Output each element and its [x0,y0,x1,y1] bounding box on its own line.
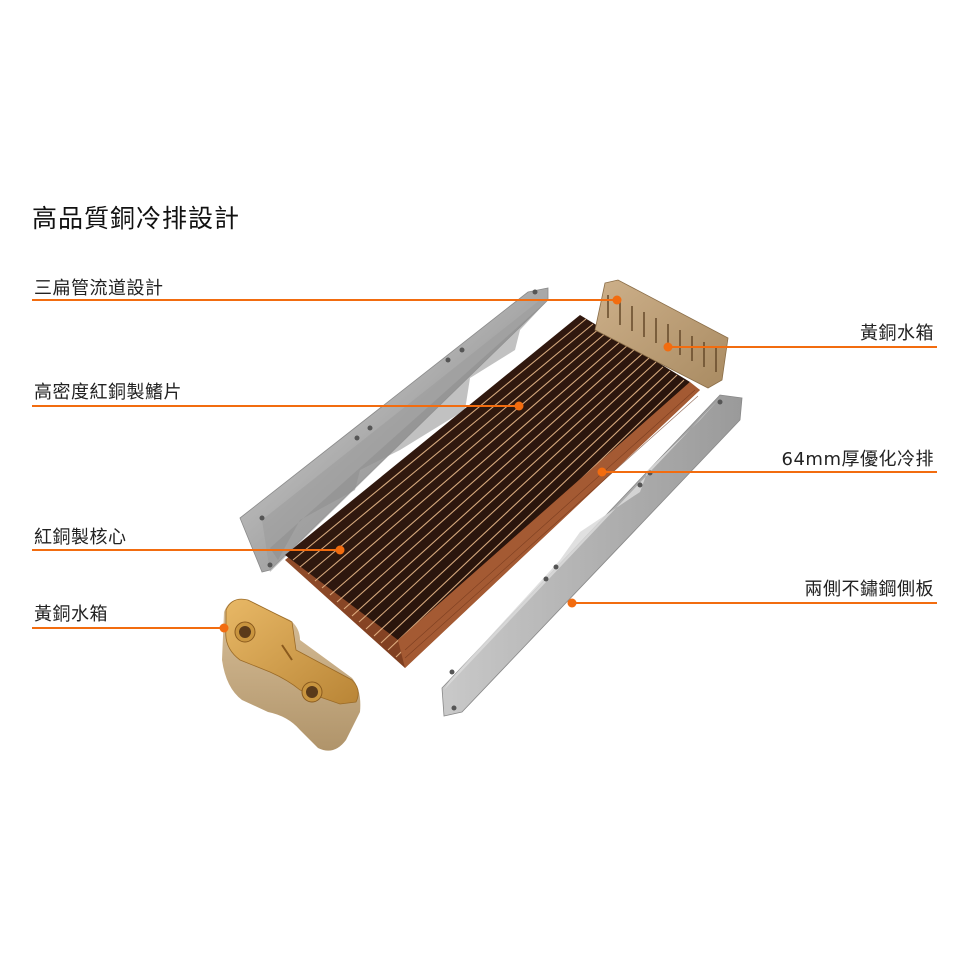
leader-dot-brass-tank-bottom [219,623,229,633]
callout-label-copper-core: 紅銅製核心 [34,527,127,548]
page-title: 高品質銅冷排設計 [32,204,241,233]
callout-label-fins: 高密度紅銅製鰭片 [34,382,182,403]
brass-tank-bottom [222,598,361,751]
stainless-side-plate-back [239,287,549,573]
callout-label-thickness: 64mm厚優化冷排 [781,449,934,470]
callout-label-brass-tank-top: 黃銅水箱 [860,323,934,344]
leader-dot-flat-tube [612,295,622,305]
copper-core-fins [285,315,700,668]
callout-label-flat-tube: 三扁管流道設計 [34,278,164,299]
callout-label-brass-tank-bottom: 黃銅水箱 [34,604,108,625]
brass-tank-top [594,279,729,389]
callout-leader-lines [32,295,937,633]
leader-dot-copper-core [335,545,345,555]
leader-dot-side-plates [567,598,577,608]
leader-dot-fins [514,401,524,411]
leader-dot-brass-tank-top [663,342,673,352]
leader-dot-thickness [597,467,607,477]
callout-label-side-plates: 兩側不鏽鋼側板 [804,579,934,600]
